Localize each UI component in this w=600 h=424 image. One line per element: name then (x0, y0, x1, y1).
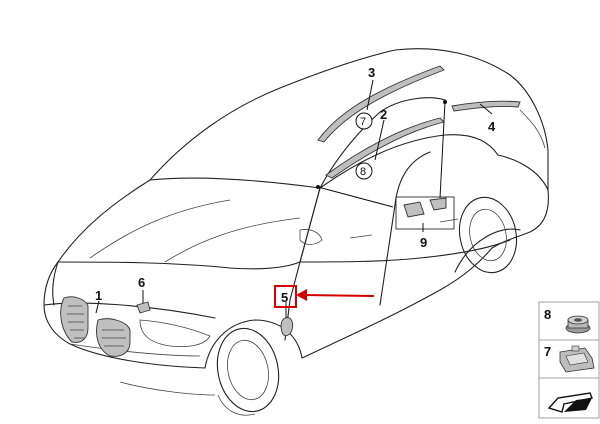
roof-rail-upper-part (317, 65, 445, 143)
circled-ref-upper: 7 (355, 112, 373, 130)
callout-roof-trim-left: 2 (380, 107, 387, 122)
hood-clip-part (136, 301, 151, 314)
legend-item-arrow (547, 392, 593, 413)
callout-grille: 1 (95, 288, 102, 303)
car-outline (43, 48, 549, 416)
door-clips-part (403, 197, 447, 218)
callout-door-clips: 9 (420, 235, 427, 250)
roof-trim-rear-part (451, 100, 521, 112)
leader-lines (95, 79, 493, 318)
nut-icon (565, 315, 591, 334)
legend-item-clip: 7 (544, 344, 595, 373)
callout-fender-badge: 5 (281, 290, 288, 305)
kidney-grille-part (60, 296, 131, 357)
legend-item-nut: 8 (544, 307, 591, 334)
svg-text:8: 8 (360, 166, 366, 178)
door-clips-box (395, 196, 455, 230)
svg-text:7: 7 (544, 344, 551, 359)
clip-icon (559, 345, 595, 373)
svg-text:7: 7 (360, 116, 366, 128)
roof-trim-left-part (325, 117, 445, 179)
legend-panel: 8 7 (538, 301, 600, 419)
arrow-icon (547, 392, 593, 413)
fender-badge-part (280, 317, 294, 337)
svg-text:8: 8 (544, 307, 551, 322)
callout-roof-trim-rear: 4 (488, 119, 496, 134)
fender-badge-highlight (274, 285, 375, 308)
circled-ref-lower: 8 (355, 162, 373, 180)
callout-hood-clip: 6 (138, 275, 145, 290)
callout-roof-rail-upper: 3 (368, 65, 375, 80)
